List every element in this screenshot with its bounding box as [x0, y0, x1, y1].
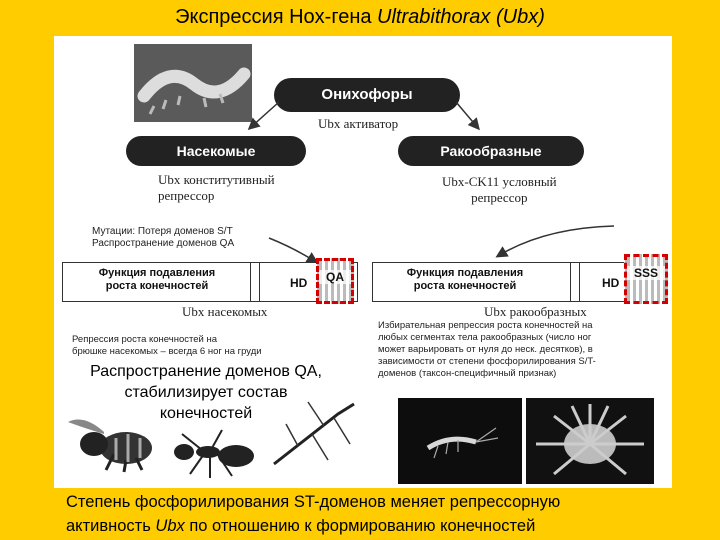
- overlay-line2: стабилизирует состав: [124, 384, 288, 401]
- spiny-crab-photo: [526, 398, 654, 484]
- slide-title: Экспрессия Hox-гена Ultrabithorax (Ubx): [0, 6, 720, 29]
- sss-domain-label: SSS: [627, 266, 665, 280]
- bottom-line2-prefix: активность: [66, 517, 156, 535]
- insects-sub-line1: Ubx конститутивный: [158, 172, 275, 187]
- arrows: [247, 101, 615, 264]
- bottom-conclusion: Степень фосфорилирования ST-доменов меня…: [66, 490, 716, 538]
- title-gene: Ultrabithorax (Ubx): [377, 6, 545, 28]
- insect-note-line2: брюшке насекомых – всегда 6 ног на груди: [72, 346, 262, 357]
- insect-note-line1: Репрессия роста конечностей на: [72, 334, 217, 345]
- crustacean-note: Избирательная репрессия роста конечносте…: [378, 320, 596, 380]
- crustacean-bar-label-line2: роста конечностей: [413, 280, 517, 292]
- mutations-note: Мутации: Потеря доменов S/T Распростране…: [92, 226, 234, 250]
- bee-drawing: [68, 419, 152, 473]
- crustacean-ubx-bar: [372, 262, 664, 302]
- crustacean-hd: HD: [602, 276, 620, 290]
- insect-hd: HD: [290, 276, 308, 290]
- mutations-line1: Мутации: Потеря доменов S/T: [92, 226, 233, 237]
- qa-domain-label: QA: [319, 270, 351, 284]
- node-insects: Насекомые: [126, 136, 306, 166]
- crustacean-note-line5: доменов (таксон-специфичный признак): [378, 368, 557, 379]
- crustacean-note-line3: может варьировать от нуля до неск. десят…: [378, 344, 593, 355]
- top-sub: Ubx активатор: [318, 116, 399, 131]
- crustaceans-sub-line2: репрессор: [471, 190, 528, 205]
- overlay-line3: конечностей: [159, 405, 253, 422]
- onychophoran-photo: [134, 44, 252, 122]
- qa-domain-highlight: QA: [316, 258, 354, 304]
- crustacean-note-line2: любых сегментах тела ракообразных (число…: [378, 332, 592, 343]
- crustaceans-sub-line1: Ubx-CK11 условный: [442, 174, 557, 189]
- mutations-line2: Распространение доменов QA: [92, 238, 235, 249]
- bottom-line2-suffix: по отношению к формированию конечностей: [184, 517, 536, 535]
- insect-bar-label-line2: роста конечностей: [105, 280, 209, 292]
- bottom-line1: Степень фосфорилирования ST-доменов меня…: [66, 493, 561, 511]
- bottom-line2: активность Ubx по отношению к формирован…: [66, 514, 716, 538]
- insects-sub: Ubx конститутивный репрессор: [158, 172, 275, 204]
- ant-drawing: [174, 429, 254, 478]
- crustacean-bar-caption: Ubx ракообразных: [484, 304, 587, 319]
- overlay-line1: Распространение доменов QA,: [90, 363, 322, 380]
- crustacean-bar-divider: [570, 262, 580, 302]
- crustaceans-sub: Ubx-CK11 условный репрессор: [442, 174, 557, 206]
- insects-sub-line2: репрессор: [158, 188, 215, 203]
- title-text: Экспрессия Hox-гена: [175, 6, 378, 28]
- insect-bar-label: Функция подавления роста конечностей: [82, 267, 232, 293]
- insect-bar-divider: [250, 262, 260, 302]
- diagram-panel: Онихофоры Ubx активатор Насекомые Ракооб…: [54, 36, 672, 488]
- node-onychophora: Онихофоры: [274, 78, 460, 112]
- node-crustaceans: Ракообразные: [398, 136, 584, 166]
- overlay-statement: Распространение доменов QA, стабилизируе…: [56, 361, 356, 424]
- sss-domain-highlight: SSS: [624, 254, 668, 304]
- crustacean-bar-label-line1: Функция подавления: [406, 267, 524, 279]
- bottom-line2-gene: Ubx: [155, 517, 185, 535]
- crustacean-note-line4: зависимости от степени фосфорилирования …: [378, 356, 596, 367]
- insect-bar-label-line1: Функция подавления: [98, 267, 216, 279]
- crustacean-bar-label: Функция подавления роста конечностей: [390, 267, 540, 293]
- insect-ubx-bar: [62, 262, 358, 302]
- insect-note: Репрессия роста конечностей на брюшке на…: [72, 334, 262, 358]
- insect-bar-caption: Ubx насекомых: [182, 304, 268, 319]
- crustacean-note-line1: Избирательная репрессия роста конечносте…: [378, 320, 593, 331]
- stick-insect-drawing: [273, 401, 355, 466]
- shrimp-photo: [398, 398, 522, 484]
